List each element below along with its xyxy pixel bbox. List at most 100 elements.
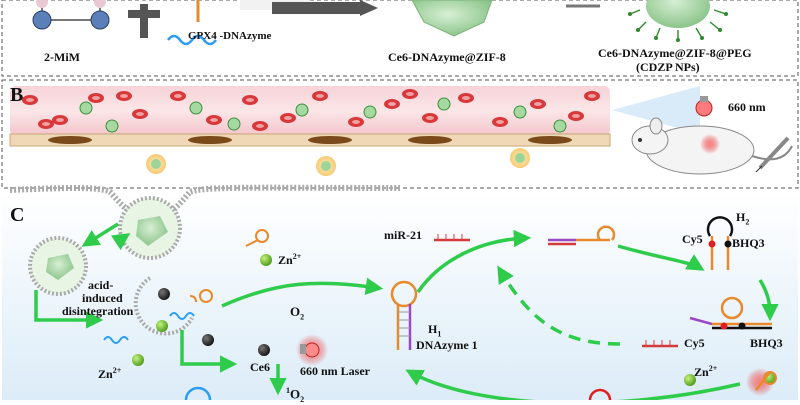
- zn-text-1: Zn: [278, 253, 293, 267]
- cleaved-product: [746, 368, 777, 396]
- red-blood-cell-center: [316, 94, 324, 98]
- zn-ion-green-3: [684, 374, 696, 386]
- zif-particle-icon: [411, 0, 493, 37]
- red-blood-cell-center: [174, 94, 182, 98]
- endothelial-wall: [9, 133, 611, 147]
- h2-text: H: [736, 210, 746, 224]
- singlet-oxygen-label: 1O2: [286, 386, 304, 404]
- acid-label-3: disintegration: [62, 304, 134, 318]
- mim-label: 2-MiM: [44, 50, 80, 64]
- mir21-strand: [434, 234, 470, 242]
- red-blood-cell-center: [406, 92, 414, 96]
- hairpin-small: [245, 229, 269, 247]
- extravasated-nanoparticles: [146, 148, 530, 176]
- vessel-nanoparticle: [189, 101, 203, 115]
- vessel-nanoparticle: [105, 119, 119, 133]
- red-blood-cell-center: [462, 96, 470, 100]
- red-blood-cell-center: [246, 98, 254, 102]
- h1-text: H: [428, 322, 438, 336]
- ce6-label: Ce6: [250, 360, 270, 374]
- laser-bulb-icon: [296, 334, 328, 366]
- red-blood-cell-center: [210, 118, 218, 122]
- h2-sub: 2: [745, 217, 750, 227]
- red-blood-cell-center: [136, 112, 144, 116]
- vessel-nanoparticles: [79, 97, 567, 133]
- red-blood-cell-center: [588, 94, 596, 98]
- ce6-molecule: [258, 344, 270, 356]
- arrow-down: [180, 330, 238, 373]
- red-blood-cell-center: [26, 98, 34, 102]
- red-blood-cell-center: [56, 118, 64, 122]
- zn-ion-dark: [202, 334, 214, 346]
- cy5-label-b: Cy5: [684, 336, 705, 350]
- red-blood-cell-center: [256, 124, 264, 128]
- zn-sup-1: 2+: [292, 252, 302, 261]
- gpx4-label: GPX4 -DNAzyme: [188, 30, 272, 42]
- acid-label-1: acid-: [88, 278, 114, 292]
- o2-sub: 2: [300, 312, 305, 322]
- red-blood-cell-center: [352, 120, 360, 124]
- vessel-nanoparticle: [79, 101, 93, 115]
- arrow-to-h1: [221, 277, 384, 308]
- zn-ion-green: [260, 254, 272, 266]
- ce6-zif-label: Ce6-DNAzyme@ZIF-8: [388, 50, 506, 64]
- zn-text-2: Zn: [98, 367, 113, 381]
- zn-label-1: Zn2+: [278, 252, 301, 268]
- mir21-h1-complex: [548, 225, 616, 246]
- cdzp-nanoparticle-icon: [628, 0, 728, 42]
- vessel-nanoparticle: [437, 97, 451, 111]
- red-blood-cell-center: [496, 120, 504, 124]
- h1-h2-complex: [689, 296, 772, 330]
- red-blood-cell-center: [284, 116, 292, 120]
- singlet-text: O: [290, 386, 301, 402]
- o2-label: O2: [290, 304, 304, 322]
- synthesis-arrow-icon: [272, 0, 378, 16]
- zn-ion-green-2: [132, 354, 144, 366]
- h1-label: H1: [428, 322, 441, 338]
- red-blood-cell-center: [572, 114, 580, 118]
- h2-label: H2: [736, 210, 749, 226]
- red-blood-cell-center: [534, 102, 542, 106]
- arrow-to-complex: [416, 229, 532, 293]
- zn-text-3: Zn: [694, 365, 709, 379]
- green-arrows: [34, 222, 779, 405]
- ce6-zif-peg-label: Ce6-DNAzyme@ZIF-8@PEG: [598, 46, 752, 60]
- plus-icon: [128, 4, 160, 38]
- panel-b-letter: B: [10, 84, 24, 106]
- dashed-recycle-arrow: [497, 265, 621, 346]
- laser-wavelength-label: 660 nm: [728, 100, 766, 114]
- red-blood-cell-center: [388, 102, 396, 106]
- h1-dnazyme-hairpin: [390, 280, 418, 350]
- arrow-to-h2: [758, 279, 779, 322]
- panel-a: [1, 0, 799, 77]
- vessel-nanoparticle: [553, 119, 567, 133]
- panel-b: [1, 79, 799, 189]
- vessel-nanoparticle: [363, 105, 377, 119]
- zn-label-2: Zn2+: [98, 366, 121, 382]
- endocytic-vesicle: [118, 196, 182, 260]
- arrow-endo-1: [81, 222, 119, 247]
- bhq3-label-a: BHQ3: [732, 236, 765, 250]
- disintegrating-vesicle: [133, 276, 213, 336]
- zn-sup-3: 2+: [708, 364, 718, 373]
- vessel-nanoparticle: [227, 117, 241, 131]
- arrow-acid: [34, 290, 104, 329]
- singlet-sub: 2: [300, 394, 305, 404]
- acid-label-2: induced: [82, 291, 123, 305]
- laser-beam: [612, 86, 700, 134]
- zn-sup-2: 2+: [112, 366, 122, 375]
- mim-molecule-icon: [32, 0, 110, 30]
- red-blood-cell-center: [426, 116, 434, 120]
- endosome: [28, 236, 88, 296]
- mouse-icon: [631, 117, 793, 175]
- dnazyme1-label: DNAzyme 1: [416, 338, 478, 352]
- vessel-nanoparticle: [295, 103, 309, 117]
- red-blood-cell-center: [120, 94, 128, 98]
- singlet-sup: 1: [286, 386, 290, 395]
- bhq3-label-b: BHQ3: [750, 336, 783, 350]
- cy5-label-a: Cy5: [682, 232, 703, 246]
- o2-text: O: [290, 304, 301, 319]
- mir21-label: miR-21: [384, 228, 422, 242]
